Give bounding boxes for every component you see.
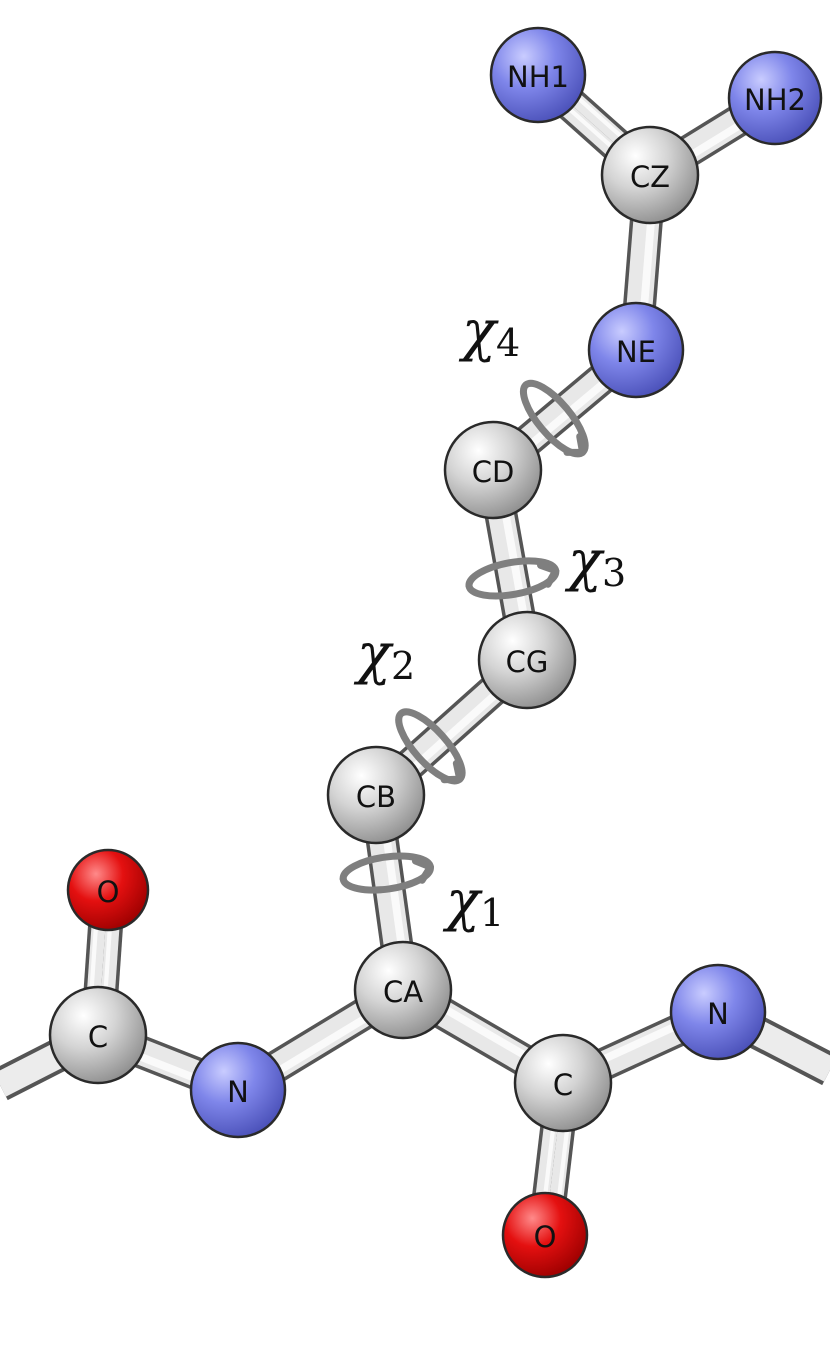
dihedral-symbol: χ [353,622,394,687]
atom-label: CB [356,780,396,814]
rotation-arrows-back [339,379,589,883]
rotation-arrow-icon-back [339,852,434,883]
rotation-arrow-icon [339,857,434,894]
atom-label: CA [383,975,423,1009]
atom-cd: CD [443,420,543,520]
rotation-arrow-icon-back [465,557,560,590]
atom-label: N [227,1075,249,1109]
bond-layer [80,61,784,1238]
atom-c-right: C [513,1033,613,1133]
dihedral-label-chi2: χ2 [353,622,415,688]
atom-nh2: NH2 [727,50,823,146]
atom-label: CG [506,645,549,679]
atom-label: NE [616,335,656,369]
atom-cg: CG [477,610,577,710]
rotation-arrows-front [339,381,587,894]
atom-o-right: O [501,1191,589,1279]
rotation-arrow-icon [465,561,560,600]
atom-label: NH2 [744,83,806,117]
dihedral-label-chi1: χ1 [442,869,504,935]
atom-label: N [707,997,729,1031]
rotation-arrow-icon-back [397,708,466,783]
atom-label: CZ [630,160,670,194]
atom-ca: CA [353,940,453,1040]
rotation-arrow-icon-back [522,379,589,456]
atom-n-right: N [669,963,767,1061]
dihedral-symbol: χ [564,529,605,594]
atom-ne: NE [587,301,685,399]
dihedral-subscript: 1 [480,891,504,935]
dihedral-label-chi4: χ4 [458,299,520,365]
dihedral-subscript: 4 [496,321,520,365]
atom-c-left: C [48,985,148,1085]
atom-cz: CZ [600,125,700,225]
atom-label: O [97,875,120,909]
rotation-arrow-icon [519,381,587,458]
dihedral-symbol: χ [442,869,483,934]
dihedral-subscript: 2 [391,644,415,688]
rotation-arrow-icon [395,710,464,785]
atom-label: C [553,1068,573,1102]
atom-o-left: O [66,848,150,932]
atom-nh1: NH1 [489,26,587,124]
atom-label: O [534,1220,557,1254]
atom-label: NH1 [507,60,569,94]
dihedral-label-chi3: χ3 [564,529,626,595]
atom-label: CD [472,455,515,489]
atom-label: C [88,1020,108,1054]
dihedral-symbol: χ [458,299,499,364]
atom-cb: CB [326,745,426,845]
dihedral-subscript: 3 [602,551,626,595]
atom-n-left: N [189,1041,287,1139]
